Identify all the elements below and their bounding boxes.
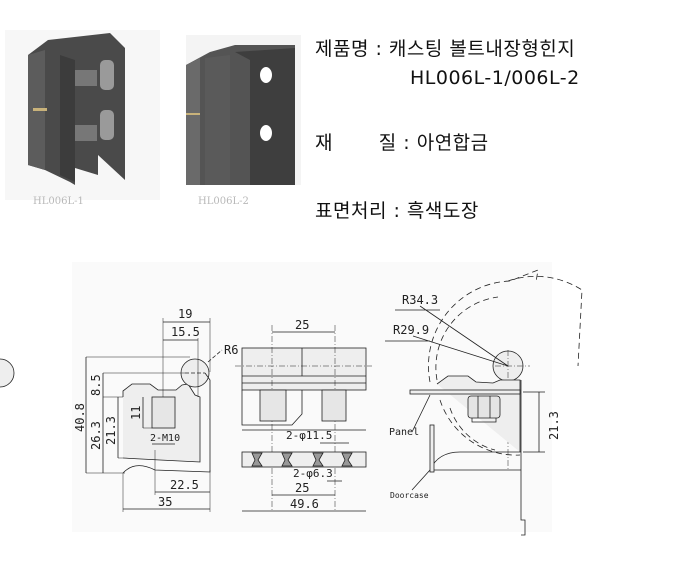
dim-21-3-install: 21.3 (547, 411, 561, 440)
dim-11: 11 (129, 406, 143, 420)
dim-r6: R6 (224, 343, 238, 357)
product-material: 재 질 : 아연합금 (315, 132, 489, 154)
dim-r34-3: R34.3 (402, 293, 438, 307)
side-view: 19 15.5 R6 40.8 8.5 26.3 21.3 11 2-M10 2… (0, 307, 238, 512)
photo-caption-1: HL006L-1 (33, 196, 84, 207)
dim-22-5: 22.5 (170, 478, 199, 492)
dim-19: 19 (178, 307, 192, 321)
product-model: HL006L-1/006L-2 (410, 67, 580, 89)
dim-r29-9: R29.9 (393, 323, 429, 337)
install-view: R34.3 R29.9 21.3 Panel Doorcase (385, 269, 583, 536)
front-view: 25 2-φ11.5 2-φ6.3 25 49.6 (235, 318, 372, 512)
dim-35: 35 (158, 495, 172, 509)
dim-2-m10: 2-M10 (150, 433, 180, 444)
photo-caption-2: HL006L-2 (198, 196, 249, 207)
dim-25-top: 25 (295, 318, 309, 332)
dim-15-5: 15.5 (171, 325, 200, 339)
label-panel: Panel (389, 427, 419, 438)
dim-phi-11-5: 2-φ11.5 (286, 429, 332, 442)
product-name: 제품명 : 캐스팅 볼트내장형힌지 (315, 38, 576, 60)
product-finish: 표면처리 : 흑색도장 (315, 200, 479, 222)
dim-40-8: 40.8 (73, 403, 87, 432)
dim-26-3: 26.3 (89, 421, 103, 450)
dim-21-3: 21.3 (104, 416, 118, 445)
dim-25-bottom: 25 (295, 481, 309, 495)
dim-phi-6-3: 2-φ6.3 (293, 467, 333, 480)
label-doorcase: Doorcase (390, 491, 429, 500)
dim-8-5: 8.5 (89, 374, 103, 396)
photo-hl006l-2 (186, 35, 301, 185)
photo-hl006l-1 (5, 30, 160, 200)
dim-49-6: 49.6 (290, 497, 319, 511)
